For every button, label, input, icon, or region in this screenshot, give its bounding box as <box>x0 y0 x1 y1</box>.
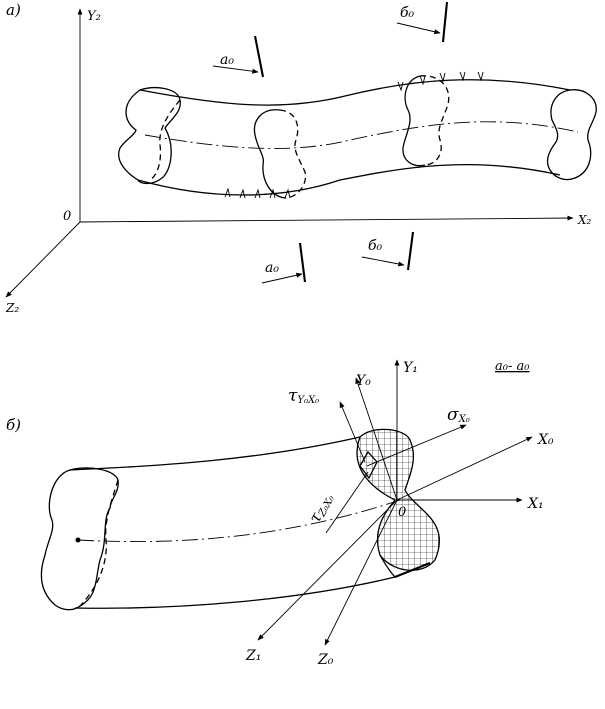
tube-centerline-a <box>144 121 579 149</box>
axis-x1-label: X₁ <box>527 496 544 512</box>
axis-x2-label: X₂ <box>577 213 592 227</box>
axis-y0-line <box>355 377 398 501</box>
axis-y2-label: Y₂ <box>87 9 101 24</box>
top-tooth-marks <box>397 71 484 92</box>
left-end-cap-b <box>40 467 119 611</box>
tube-body-a <box>118 71 597 199</box>
panel-b-label: б) <box>6 416 21 434</box>
origin-label-b: 0 <box>398 505 406 520</box>
panel-b: б) а₀- а₀ <box>6 359 554 668</box>
axis-z0-label: Z₀ <box>317 652 334 668</box>
mid-section-dashed <box>279 109 307 199</box>
section-title: а₀- а₀ <box>495 359 530 374</box>
panel-a: а) Y₂ X₂ Z₂ 0 <box>5 1 597 315</box>
section-a0-top <box>212 35 265 78</box>
tube-body-b <box>40 436 401 611</box>
tube-top-edge <box>139 79 571 106</box>
tube-bottom-edge <box>137 164 561 196</box>
section-b0-bottom <box>361 231 415 271</box>
left-end-cap <box>118 87 181 185</box>
tau-yx-arrow <box>339 401 366 463</box>
axis-z0-line <box>324 499 398 646</box>
tube-centerline-b <box>77 499 401 543</box>
axis-x0-line <box>396 436 533 501</box>
tau-zx-symbol: τZ₀X₀ <box>305 490 337 527</box>
mid-section-solid <box>253 109 286 199</box>
tube-b-top-edge <box>69 436 361 471</box>
section-b0-top <box>396 1 449 43</box>
right-end-cap <box>546 89 597 181</box>
tau-zx-line <box>325 471 369 534</box>
axis-z2-label: Z₂ <box>5 301 19 315</box>
axis-z1-label: Z₁ <box>245 648 261 664</box>
sigma-symbol: σX₀ <box>447 405 470 425</box>
section-a0-bottom <box>261 242 307 284</box>
axis-z2-line <box>5 221 81 298</box>
label-b0-top: б₀ <box>400 5 415 21</box>
label-a0-bottom: а₀ <box>265 260 279 276</box>
axis-x2-line <box>79 215 574 223</box>
bottom-tooth-marks <box>224 187 291 199</box>
panel-a-axes <box>5 8 574 298</box>
axis-x0-label: X₀ <box>537 432 554 448</box>
panel-b-axes <box>257 359 533 646</box>
tube-b-bottom-edge <box>74 576 396 609</box>
axis-y0-label: Y₀ <box>356 373 371 389</box>
label-a0-top: а₀ <box>220 52 234 68</box>
left-section-dashed <box>149 99 181 181</box>
tau-yx-symbol: τY₀X₀ <box>288 386 319 406</box>
origin-label-a: 0 <box>63 209 71 224</box>
sigma-arrow <box>366 424 467 467</box>
axis-y1-label: Y₁ <box>403 360 418 376</box>
panel-a-label: а) <box>6 1 21 19</box>
right-mid-section-solid <box>402 75 426 167</box>
label-b0-bottom: б₀ <box>368 238 383 254</box>
left-section-b-dashed <box>79 479 119 607</box>
right-mid-section-dashed <box>419 75 450 166</box>
axis-z1-line <box>257 499 398 641</box>
